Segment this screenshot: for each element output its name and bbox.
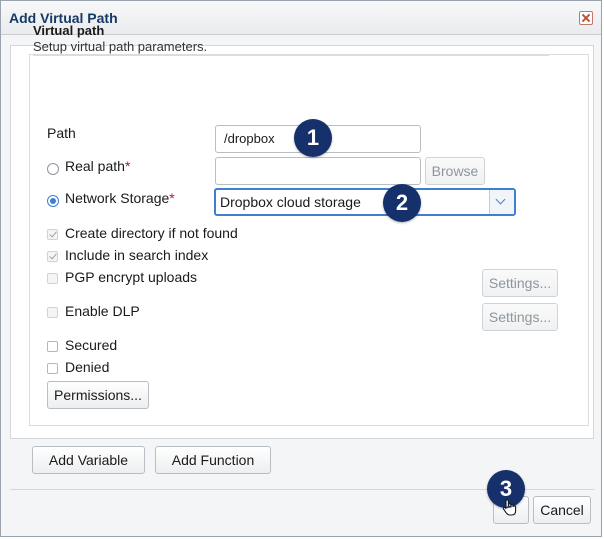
- chevron-down-icon[interactable]: [489, 190, 514, 214]
- create-directory-checkbox[interactable]: [47, 229, 58, 240]
- add-function-button[interactable]: Add Function: [155, 446, 271, 474]
- section-description: Setup virtual path parameters.: [33, 39, 208, 54]
- dialog-body: [10, 45, 594, 439]
- permissions-button[interactable]: Permissions...: [47, 381, 149, 409]
- enable-dlp-label: Enable DLP: [65, 303, 140, 319]
- cancel-button[interactable]: Cancel: [533, 496, 591, 524]
- create-directory-label: Create directory if not found: [65, 225, 238, 241]
- add-variable-button[interactable]: Add Variable: [32, 446, 145, 474]
- pgp-encrypt-checkbox[interactable]: [47, 273, 58, 284]
- footer-divider: [10, 489, 594, 490]
- network-storage-select[interactable]: Dropbox cloud storage: [214, 188, 516, 216]
- denied-checkbox[interactable]: [47, 363, 58, 374]
- include-search-checkbox[interactable]: [47, 251, 58, 262]
- include-search-label: Include in search index: [65, 247, 209, 263]
- title-bar[interactable]: Add Virtual Path: [1, 1, 601, 35]
- real-path-input[interactable]: [215, 157, 421, 185]
- real-path-radio[interactable]: [47, 163, 59, 175]
- close-icon[interactable]: [579, 11, 593, 25]
- pgp-settings-button[interactable]: Settings...: [482, 269, 558, 297]
- path-label: Path: [47, 125, 76, 141]
- enable-dlp-checkbox[interactable]: [47, 307, 58, 318]
- dialog-title: Add Virtual Path: [9, 10, 118, 26]
- section-divider: [33, 55, 549, 56]
- hand-cursor-icon: [502, 499, 517, 516]
- browse-button[interactable]: Browse: [425, 157, 485, 185]
- step-badge-1: 1: [294, 119, 332, 157]
- network-storage-radio[interactable]: [47, 195, 59, 207]
- real-path-label: Real path*: [65, 158, 131, 174]
- dlp-settings-button[interactable]: Settings...: [482, 303, 558, 331]
- step-badge-2: 2: [383, 184, 421, 222]
- virtual-path-panel: [29, 54, 589, 426]
- network-storage-value: Dropbox cloud storage: [220, 194, 361, 210]
- secured-label: Secured: [65, 337, 118, 353]
- pgp-encrypt-label: PGP encrypt uploads: [65, 269, 198, 285]
- denied-label: Denied: [65, 359, 110, 375]
- secured-checkbox[interactable]: [47, 341, 58, 352]
- network-storage-label: Network Storage*: [65, 190, 175, 206]
- section-title: Virtual path: [33, 23, 105, 38]
